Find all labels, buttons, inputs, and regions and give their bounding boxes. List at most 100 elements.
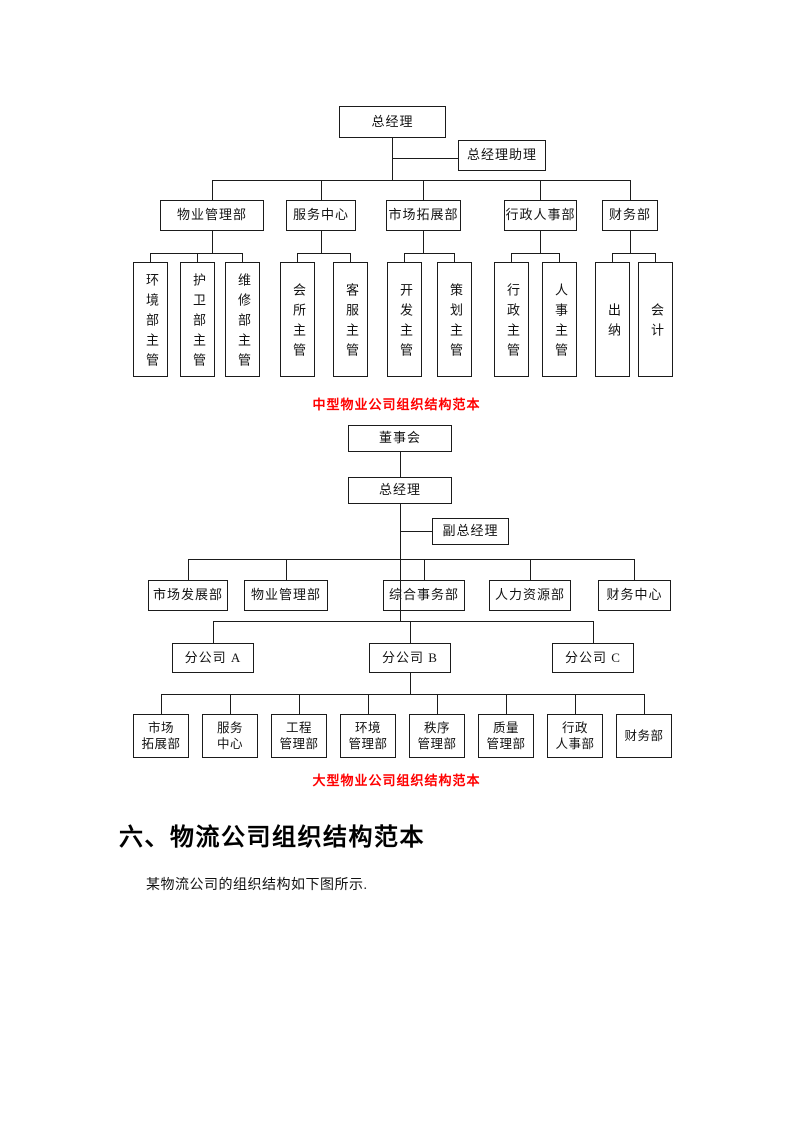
c2-branch-box: 分公司 C bbox=[552, 643, 634, 673]
section-heading: 六、物流公司组织结构范本 bbox=[119, 824, 425, 851]
connector-line bbox=[540, 180, 541, 200]
c1-assistant-box: 总经理助理 bbox=[458, 140, 546, 171]
connector-line bbox=[404, 253, 454, 254]
c1-position-box: 出纳 bbox=[595, 262, 630, 377]
c2-branch-dept-box: 秩序 管理部 bbox=[409, 714, 465, 758]
c1-dept-box: 物业管理部 bbox=[160, 200, 264, 231]
connector-line bbox=[299, 694, 300, 714]
c1-position-label: 行政主管 bbox=[504, 283, 520, 363]
c2-branch-box: 分公司 A bbox=[172, 643, 254, 673]
c1-position-label: 开发主管 bbox=[397, 283, 413, 363]
connector-line bbox=[506, 694, 507, 714]
connector-line bbox=[350, 253, 351, 262]
connector-line bbox=[559, 253, 560, 262]
connector-line bbox=[188, 559, 189, 580]
connector-line bbox=[630, 231, 631, 253]
connector-line bbox=[213, 621, 214, 643]
c1-position-box: 策划主管 bbox=[437, 262, 472, 377]
connector-line bbox=[321, 231, 322, 253]
c1-position-label: 环境部主管 bbox=[143, 273, 159, 373]
c1-position-label: 维修部主管 bbox=[235, 273, 251, 373]
connector-line bbox=[644, 694, 645, 714]
c2-dept-box: 综合事务部 bbox=[383, 580, 465, 611]
c1-position-label: 会计 bbox=[648, 303, 664, 343]
c2-dept-box: 人力资源部 bbox=[489, 580, 571, 611]
connector-line bbox=[392, 158, 458, 159]
c1-position-box: 维修部主管 bbox=[225, 262, 260, 377]
connector-line bbox=[400, 452, 401, 477]
connector-line bbox=[511, 253, 512, 262]
connector-line bbox=[540, 231, 541, 253]
c2-dept-box: 财务中心 bbox=[598, 580, 671, 611]
connector-line bbox=[655, 253, 656, 262]
connector-line bbox=[612, 253, 655, 254]
connector-line bbox=[150, 253, 151, 262]
c1-position-label: 人事主管 bbox=[552, 283, 568, 363]
connector-line bbox=[404, 253, 405, 262]
c1-position-box: 会所主管 bbox=[280, 262, 315, 377]
connector-line bbox=[297, 253, 298, 262]
connector-line bbox=[530, 559, 531, 580]
connector-line bbox=[212, 180, 630, 181]
c1-position-box: 护卫部主管 bbox=[180, 262, 215, 377]
c2-dept-box: 物业管理部 bbox=[244, 580, 328, 611]
c1-position-label: 策划主管 bbox=[447, 283, 463, 363]
c2-gm-box: 总经理 bbox=[348, 477, 452, 504]
c2-dept-box: 市场发展部 bbox=[148, 580, 228, 611]
connector-line bbox=[212, 180, 213, 200]
connector-line bbox=[150, 253, 242, 254]
connector-line bbox=[593, 621, 594, 643]
chart-medium-caption: 中型物业公司组织结构范本 bbox=[312, 397, 481, 412]
c1-dept-box: 市场拓展部 bbox=[386, 200, 461, 231]
connector-line bbox=[410, 621, 411, 643]
c2-branch-dept-box: 工程 管理部 bbox=[271, 714, 327, 758]
c1-dept-box: 行政人事部 bbox=[504, 200, 577, 231]
connector-line bbox=[575, 694, 576, 714]
c1-position-box: 会计 bbox=[638, 262, 673, 377]
connector-line bbox=[400, 531, 432, 532]
connector-line bbox=[297, 253, 350, 254]
c1-root-box: 总经理 bbox=[339, 106, 446, 138]
c1-dept-box: 服务中心 bbox=[286, 200, 356, 231]
c1-position-box: 行政主管 bbox=[494, 262, 529, 377]
connector-line bbox=[424, 559, 425, 580]
c1-position-box: 环境部主管 bbox=[133, 262, 168, 377]
c1-position-label: 会所主管 bbox=[290, 283, 306, 363]
c1-position-label: 客服主管 bbox=[343, 283, 359, 363]
connector-line bbox=[423, 180, 424, 200]
c2-board-box: 董事会 bbox=[348, 425, 452, 452]
c1-position-box: 人事主管 bbox=[542, 262, 577, 377]
connector-line bbox=[230, 694, 231, 714]
connector-line bbox=[213, 621, 593, 622]
c2-deputy-gm-box: 副总经理 bbox=[432, 518, 509, 545]
chart-large-caption: 大型物业公司组织结构范本 bbox=[312, 773, 481, 788]
connector-line bbox=[612, 253, 613, 262]
connector-line bbox=[437, 694, 438, 714]
c2-branch-dept-box: 服务 中心 bbox=[202, 714, 258, 758]
connector-line bbox=[161, 694, 162, 714]
connector-line bbox=[410, 673, 411, 694]
c2-branch-dept-box: 环境 管理部 bbox=[340, 714, 396, 758]
c2-branch-dept-box: 市场 拓展部 bbox=[133, 714, 189, 758]
connector-line bbox=[188, 559, 634, 560]
connector-line bbox=[242, 253, 243, 262]
c1-position-label: 护卫部主管 bbox=[190, 273, 206, 373]
connector-line bbox=[212, 231, 213, 253]
c1-position-box: 开发主管 bbox=[387, 262, 422, 377]
connector-line bbox=[400, 504, 401, 621]
c1-position-label: 出纳 bbox=[605, 303, 621, 343]
connector-line bbox=[392, 138, 393, 180]
connector-line bbox=[321, 180, 322, 200]
c2-branch-dept-box: 财务部 bbox=[616, 714, 672, 758]
c2-branch-dept-box: 质量 管理部 bbox=[478, 714, 534, 758]
c2-branch-box: 分公司 B bbox=[369, 643, 451, 673]
intro-text: 某物流公司的组织结构如下图所示. bbox=[146, 878, 368, 893]
connector-line bbox=[197, 253, 198, 262]
connector-line bbox=[634, 559, 635, 580]
connector-line bbox=[423, 231, 424, 253]
connector-line bbox=[161, 694, 644, 695]
c2-branch-dept-box: 行政 人事部 bbox=[547, 714, 603, 758]
connector-line bbox=[454, 253, 455, 262]
connector-line bbox=[286, 559, 287, 580]
